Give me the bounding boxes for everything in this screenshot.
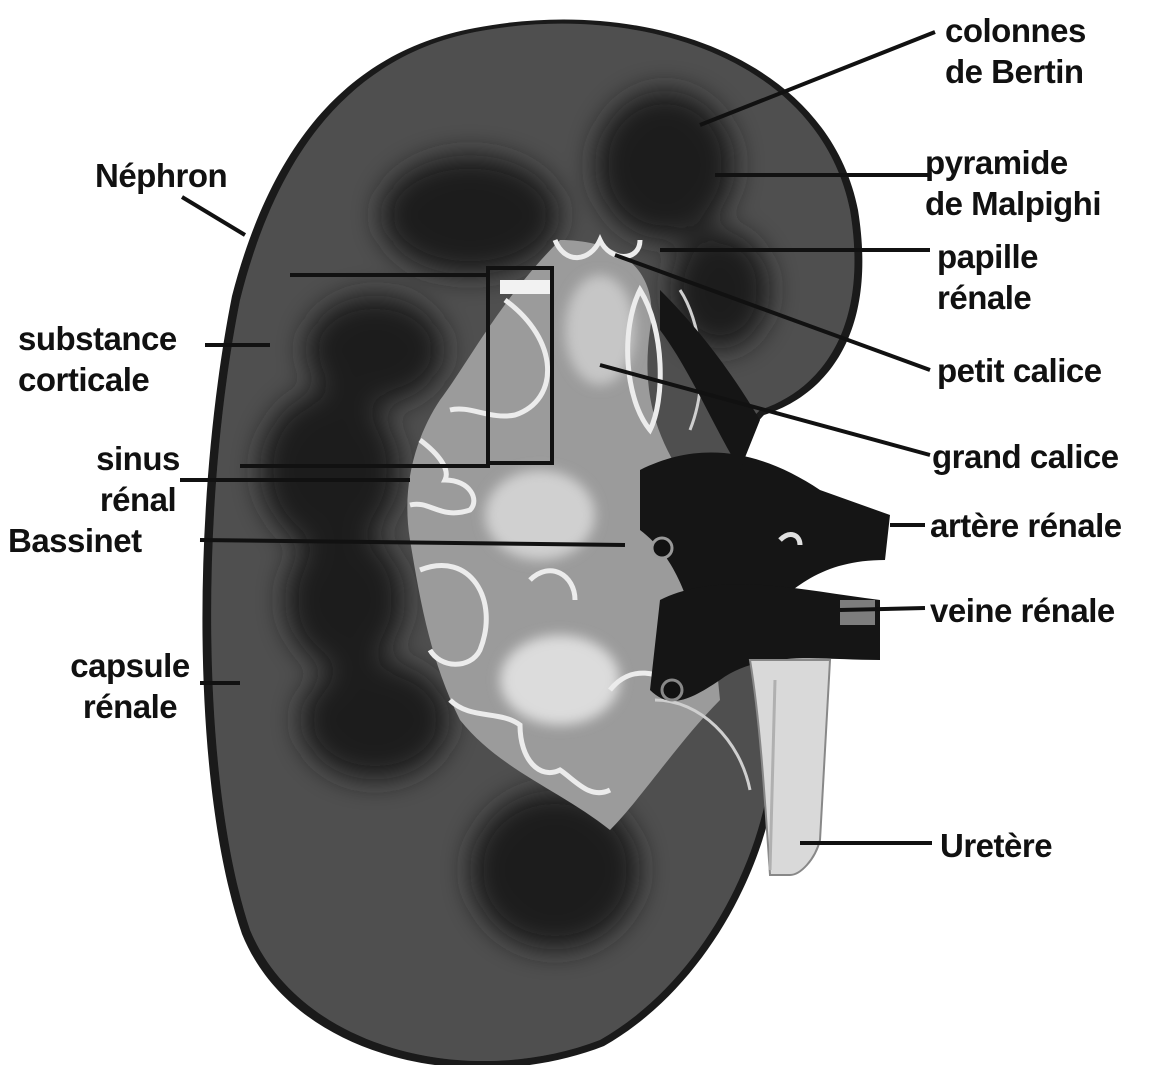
label-nephron: Néphron (95, 155, 227, 196)
label-substance-corticale: substance corticale (18, 318, 177, 400)
label-petit-calice-text: petit calice (937, 350, 1102, 391)
label-papille-renale: papille rénale (937, 236, 1038, 318)
label-grand-calice: grand calice (932, 436, 1119, 477)
label-veine-text: veine rénale (930, 590, 1115, 631)
label-colonnes-bertin: colonnes de Bertin (945, 10, 1086, 92)
label-pyramide-line1: pyramide (925, 142, 1101, 183)
label-bassinet: Bassinet (8, 520, 142, 561)
label-substance-line1: substance (18, 318, 177, 359)
label-colonnes-bertin-line2: de Bertin (945, 51, 1086, 92)
label-papille-line2: rénale (937, 277, 1038, 318)
label-pyramide-malpighi: pyramide de Malpighi (925, 142, 1101, 224)
label-substance-line2: corticale (18, 359, 177, 400)
label-papille-line1: papille (937, 236, 1038, 277)
label-sinus-line1: sinus (78, 438, 198, 479)
label-sinus-line2: rénal (78, 479, 198, 520)
label-sinus-renal: sinus rénal (78, 438, 198, 520)
label-nephron-text: Néphron (95, 155, 227, 196)
label-uretere-text: Uretère (940, 825, 1052, 866)
label-petit-calice: petit calice (937, 350, 1102, 391)
label-bassinet-text: Bassinet (8, 520, 142, 561)
label-artere-text: artère rénale (930, 505, 1122, 546)
label-colonnes-bertin-line1: colonnes (945, 10, 1086, 51)
label-veine-renale: veine rénale (930, 590, 1115, 631)
label-pyramide-line2: de Malpighi (925, 183, 1101, 224)
label-grand-calice-text: grand calice (932, 436, 1119, 477)
label-capsule-renale: capsule rénale (60, 645, 200, 727)
label-capsule-line2: rénale (60, 686, 200, 727)
label-artere-renale: artère rénale (930, 505, 1122, 546)
label-uretere: Uretère (940, 825, 1052, 866)
label-capsule-line1: capsule (60, 645, 200, 686)
